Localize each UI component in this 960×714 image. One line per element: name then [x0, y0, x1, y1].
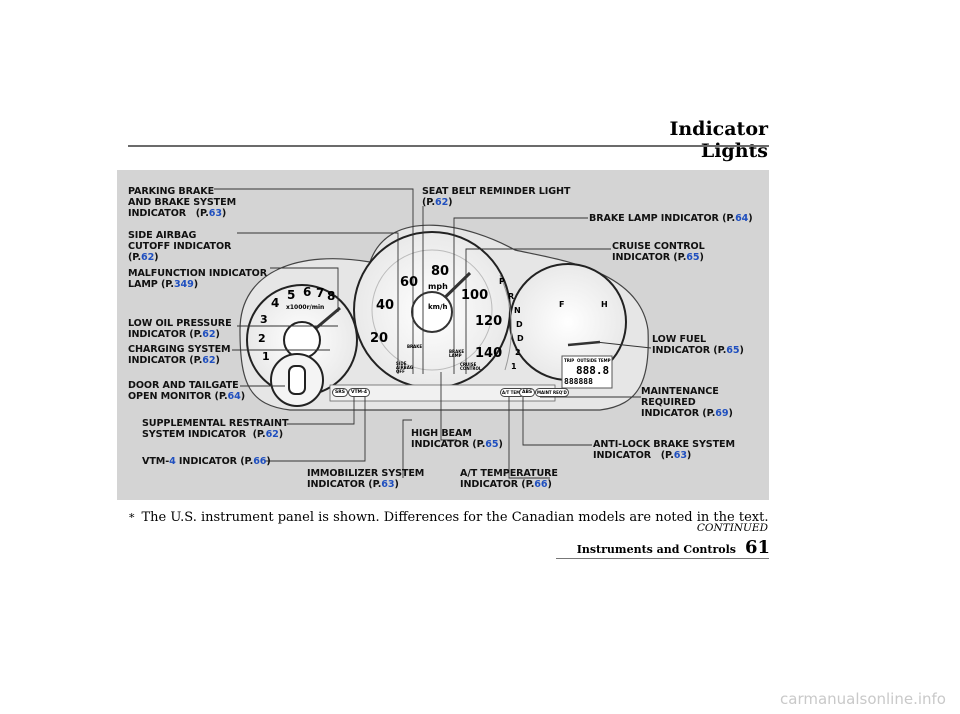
vtm4-label: VTM-4 INDICATOR (P.66) — [142, 456, 271, 467]
abs-label: ANTI-LOCK BRAKE SYSTEM INDICATOR (P.63) — [593, 439, 735, 461]
tach-number: 4 — [271, 296, 280, 310]
page-ref: 63 — [208, 208, 222, 219]
brake-lamp-tag: BRAKE LAMP — [449, 349, 465, 358]
page-ref: 62 — [265, 429, 279, 440]
abs-tile: ABS — [519, 388, 536, 397]
speed-number: 100 — [461, 288, 489, 303]
tach-number: 1 — [262, 350, 270, 363]
gear-indicator-2: 2 — [515, 348, 521, 357]
brake-tag: BRAKE — [407, 344, 423, 349]
odometer-display — [561, 355, 613, 389]
trip-label: TRIP — [564, 358, 575, 363]
fuel-full-mark: F — [559, 300, 565, 309]
vtm4-tile: VTM-4 — [348, 388, 371, 397]
leader-lines — [214, 188, 652, 479]
outside-temp-label: OUTSIDE TEMP — [577, 358, 611, 363]
page-ref: 62 — [141, 252, 155, 263]
gear-indicator-1: 1 — [511, 362, 517, 371]
srs-indicator-label: SUPPLEMENTAL RESTRAINT SYSTEM INDICATOR … — [142, 418, 289, 440]
speed-number: 20 — [370, 331, 389, 346]
page-ref: 64 — [227, 391, 241, 402]
side-airbag-off-tag: SIDE AIRBAG OFF — [396, 361, 414, 374]
odometer-lower: 888888 — [564, 377, 593, 386]
tach-number: 6 — [303, 285, 312, 299]
instrument-cluster-illustration — [214, 188, 652, 479]
page-ref: 62 — [202, 355, 216, 366]
watermark: carmanualsonline.info — [780, 690, 946, 708]
cruise-control-tag: CRUISE CONTROL — [460, 362, 482, 371]
malfunction-lamp-label: MALFUNCTION INDICATOR LAMP (P.349) — [128, 268, 267, 290]
charging-system-label: CHARGING SYSTEM INDICATOR (P.62) — [128, 344, 231, 366]
page-ref: 64 — [735, 213, 749, 224]
page-ref: 66 — [534, 479, 548, 490]
page-title: Indicator Lights — [669, 118, 768, 162]
page-number: 61 — [744, 537, 770, 558]
footnote: ∗The U.S. instrument panel is shown. Dif… — [128, 509, 769, 525]
page-ref: 63 — [673, 450, 687, 461]
page-ref: 63 — [381, 479, 395, 490]
speed-number: 40 — [376, 298, 395, 313]
high-beam-label: HIGH BEAM INDICATOR (P.65) — [411, 428, 503, 450]
tach-number: 8 — [327, 289, 336, 303]
speed-unit-kmh: km/h — [428, 303, 448, 311]
parking-brake-label: PARKING BRAKE AND BRAKE SYSTEM INDICATOR… — [128, 186, 237, 219]
seat-belt-label: SEAT BELT REMINDER LIGHT (P.62) — [422, 186, 571, 208]
tach-number: 5 — [287, 288, 296, 302]
brake-lamp-label: BRAKE LAMP INDICATOR (P.64) — [589, 213, 753, 224]
title-rule — [128, 145, 769, 147]
section-name: Instruments and Controls — [576, 543, 736, 556]
speed-unit-mph: mph — [428, 282, 448, 291]
odometer-readout: 888.8 — [576, 364, 610, 377]
temp-hot-mark: H — [601, 300, 608, 309]
speed-number: 60 — [400, 275, 419, 290]
low-fuel-label: LOW FUEL INDICATOR (P.65) — [652, 334, 744, 356]
maintenance-label: MAINTENANCE REQUIRED INDICATOR (P.69) — [641, 386, 733, 419]
at-temperature-label: A/T TEMPERATURE INDICATOR (P.66) — [460, 468, 558, 490]
page-ref: 65 — [726, 345, 740, 356]
srs-tile: SRS — [332, 388, 348, 397]
door-tailgate-label: DOOR AND TAILGATE OPEN MONITOR (P.64) — [128, 380, 245, 402]
maint-tile: MAINT REQ'D — [535, 388, 569, 397]
speed-number: 120 — [475, 314, 503, 329]
page-ref: 65 — [686, 252, 700, 263]
gear-indicator-d: D — [516, 320, 523, 329]
continued-label: CONTINUED — [696, 522, 768, 534]
page-ref: 66 — [253, 456, 267, 467]
page-ref: 62 — [435, 197, 449, 208]
page-ref: 62 — [202, 329, 216, 340]
tach-unit: x1000r/min — [286, 304, 325, 311]
page-ref: 69 — [715, 408, 729, 419]
gear-indicator-r: R — [508, 292, 515, 301]
page-ref: 65 — [485, 439, 499, 450]
cruise-control-label: CRUISE CONTROL INDICATOR (P.65) — [612, 241, 705, 263]
tach-number: 3 — [260, 313, 268, 326]
gear-indicator-p: P — [499, 277, 505, 286]
immobilizer-label: IMMOBILIZER SYSTEM INDICATOR (P.63) — [307, 468, 425, 490]
low-oil-label: LOW OIL PRESSURE INDICATOR (P.62) — [128, 318, 232, 340]
side-airbag-label: SIDE AIRBAG CUTOFF INDICATOR (P.62) — [128, 230, 232, 263]
page-ref: 349 — [173, 279, 194, 290]
gear-indicator-n: N — [514, 306, 521, 315]
gear-indicator-d3: D — [517, 334, 524, 343]
tach-number: 7 — [316, 286, 325, 300]
tach-number: 2 — [258, 332, 266, 345]
footer-rule — [556, 558, 769, 559]
speed-number: 80 — [431, 264, 450, 279]
speed-number: 140 — [475, 346, 503, 361]
